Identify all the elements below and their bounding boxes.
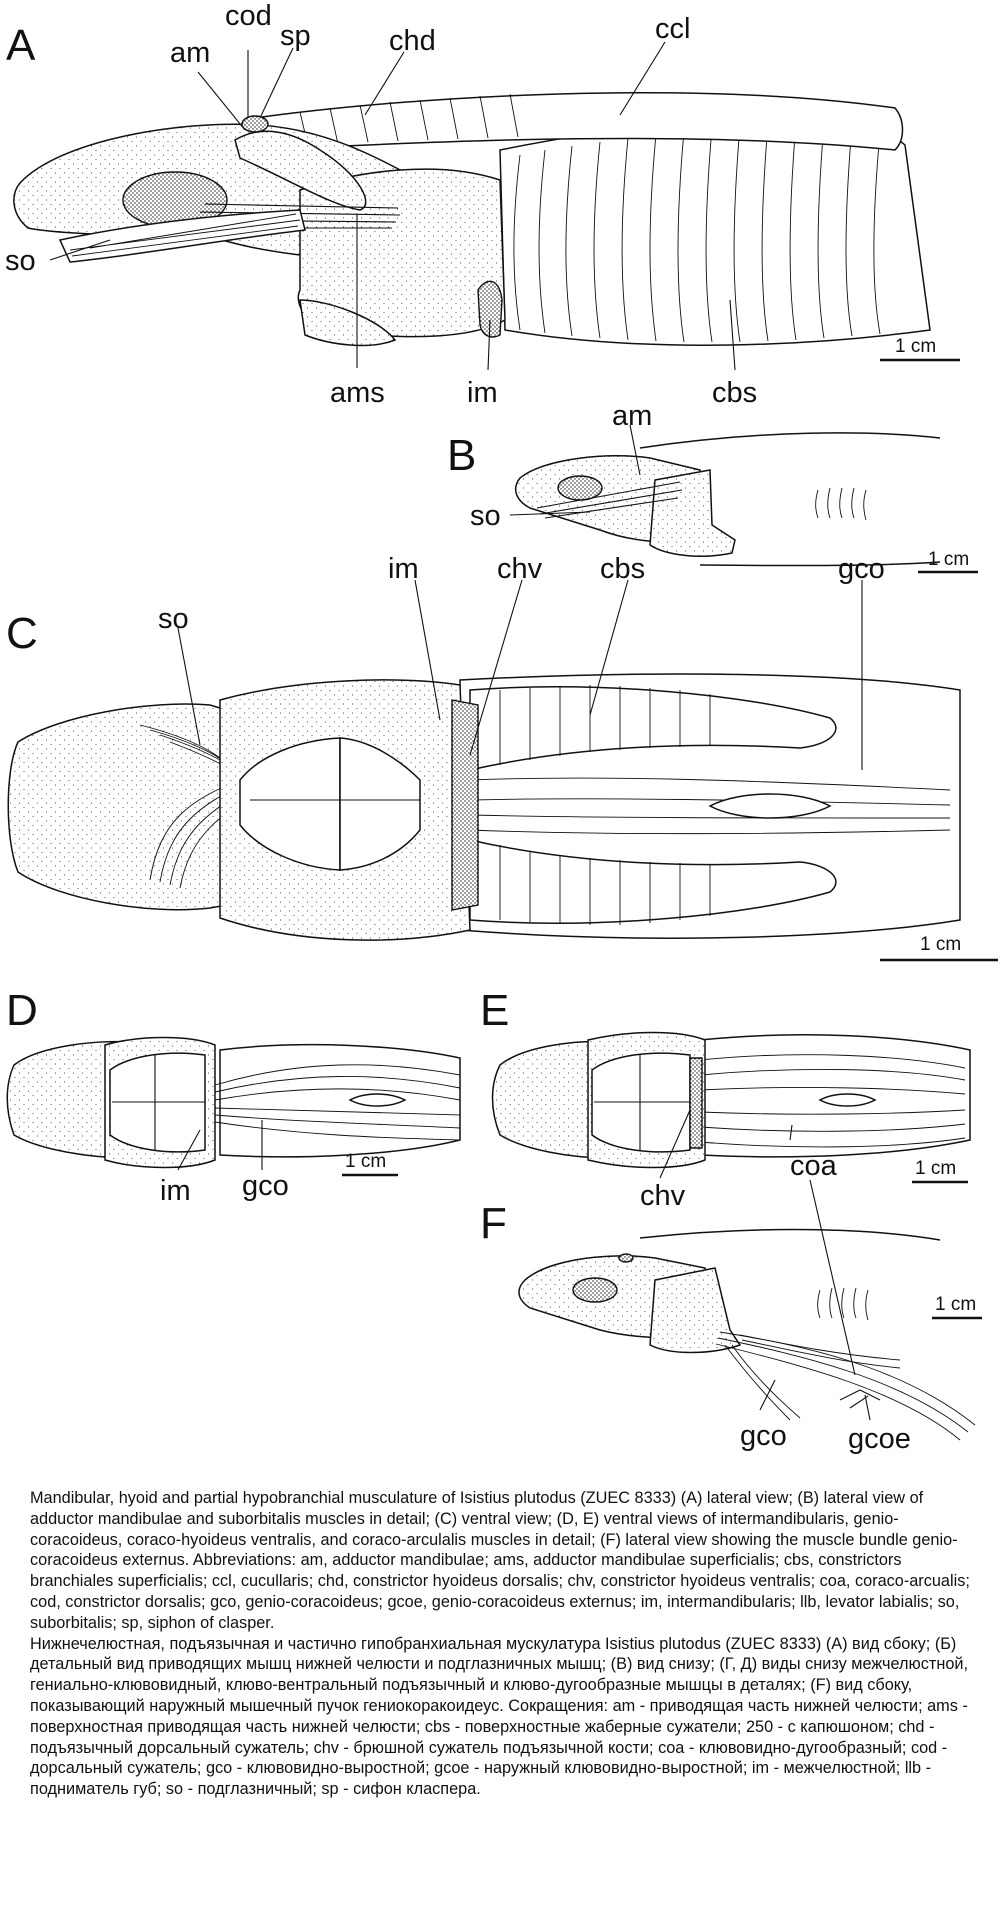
panel-e-label-chv: chv (640, 1180, 686, 1212)
panel-a-cucullaris (254, 92, 904, 151)
panel-b-gill-slits (815, 487, 867, 521)
panel-f-letter: F (480, 1199, 507, 1248)
panel-a-label-am: am (170, 37, 210, 69)
panel-a-body (499, 116, 931, 346)
panel-b-letter: B (447, 431, 476, 480)
panel-b-label-am: am (612, 400, 652, 432)
panel-e: E chv coa 1 cm (480, 986, 971, 1212)
panel-b-body (639, 432, 941, 567)
panel-e-opening (818, 1093, 877, 1107)
caption-russian: Нижнечелюстная, подъязычная и частично г… (30, 1634, 969, 1799)
panel-c-chv (451, 699, 479, 911)
panel-f-scale-label: 1 cm (935, 1294, 976, 1315)
panel-c-lower-gill-field (469, 839, 837, 924)
panel-a-lower-jaw (299, 299, 397, 347)
panel-f-jaw-block (649, 1267, 742, 1354)
panel-a-scale-label: 1 cm (895, 336, 936, 357)
panel-b-eye (557, 475, 603, 501)
panel-b: B am so 1 cm (447, 400, 978, 574)
panel-f-label-gco: gco (740, 1420, 787, 1452)
panel-c-label-chv: chv (497, 553, 543, 585)
panel-b-scale-label: 1 cm (928, 549, 969, 570)
panel-b-jaw-block (649, 469, 736, 557)
panel-a-label-cod: cod (225, 0, 272, 32)
panel-a-label-cbs: cbs (712, 377, 757, 409)
panel-c-scale-label: 1 cm (920, 934, 961, 955)
panel-f-gcoe-bundle (715, 1331, 976, 1441)
panel-a-spiracle (241, 115, 269, 133)
panel-a-label-chd: chd (389, 25, 436, 57)
caption-english: Mandibular, hyoid and partial hypobranch… (30, 1489, 970, 1632)
panel-d-body (219, 1043, 461, 1158)
panel-e-coa-fibres (699, 1054, 966, 1148)
panel-f-gill-slits (817, 1287, 869, 1321)
panel-c-mouth-right (339, 737, 421, 871)
panel-a-letter: A (6, 21, 36, 70)
panel-c-letter: C (6, 609, 38, 658)
panel-a-label-ams: ams (330, 377, 385, 409)
panel-d: D im gco 1 cm (6, 986, 461, 1207)
panel-c-branchial-lines (469, 685, 951, 925)
panel-e-letter: E (480, 986, 509, 1035)
panel-a-label-sp: sp (280, 20, 311, 52)
panel-c-gco-opening (708, 793, 832, 819)
panel-b-so-leader (509, 511, 591, 516)
panel-b-label-so: so (470, 500, 501, 532)
panel-c-label-gco: gco (838, 553, 885, 585)
panel-c-label-im: im (388, 553, 419, 585)
panel-e-label-coa: coa (790, 1150, 838, 1182)
panel-e-scale-label: 1 cm (915, 1158, 956, 1179)
panel-e-chv (689, 1057, 703, 1149)
panel-d-label-gco: gco (242, 1170, 289, 1202)
panel-d-letter: D (6, 986, 38, 1035)
panel-f-body (639, 1228, 941, 1241)
panel-d-gco-fibres (214, 1064, 461, 1141)
panel-a-label-ccl: ccl (655, 13, 690, 45)
panel-f: F gco gcoe 1 cm (480, 1179, 982, 1455)
panel-d-scale-label: 1 cm (345, 1151, 386, 1172)
panel-c-upper-gill-field (469, 686, 837, 771)
panel-a-intermandibularis (477, 280, 503, 338)
panel-d-gco-opening (348, 1093, 407, 1107)
panel-a-label-so: so (5, 245, 36, 277)
panel-a-branchial-lines (513, 122, 881, 343)
panel-d-label-im: im (160, 1175, 191, 1207)
figure-caption: Mandibular, hyoid and partial hypobranch… (30, 1488, 980, 1800)
panel-b-am-leader (629, 424, 641, 476)
panel-c-label-so: so (158, 603, 189, 635)
panel-a-adductor-mandibulae (234, 130, 367, 211)
panel-a: A (5, 0, 960, 409)
panel-f-label-gcoe: gcoe (848, 1423, 911, 1455)
panel-a-label-im: im (467, 377, 498, 409)
panel-c: C (6, 553, 998, 962)
anatomical-figure: A (5, 0, 998, 1455)
panel-c-label-cbs: cbs (600, 553, 645, 585)
panel-f-spiracle (618, 1253, 634, 1263)
panel-c-head (7, 703, 261, 911)
panel-f-eye (572, 1277, 618, 1303)
